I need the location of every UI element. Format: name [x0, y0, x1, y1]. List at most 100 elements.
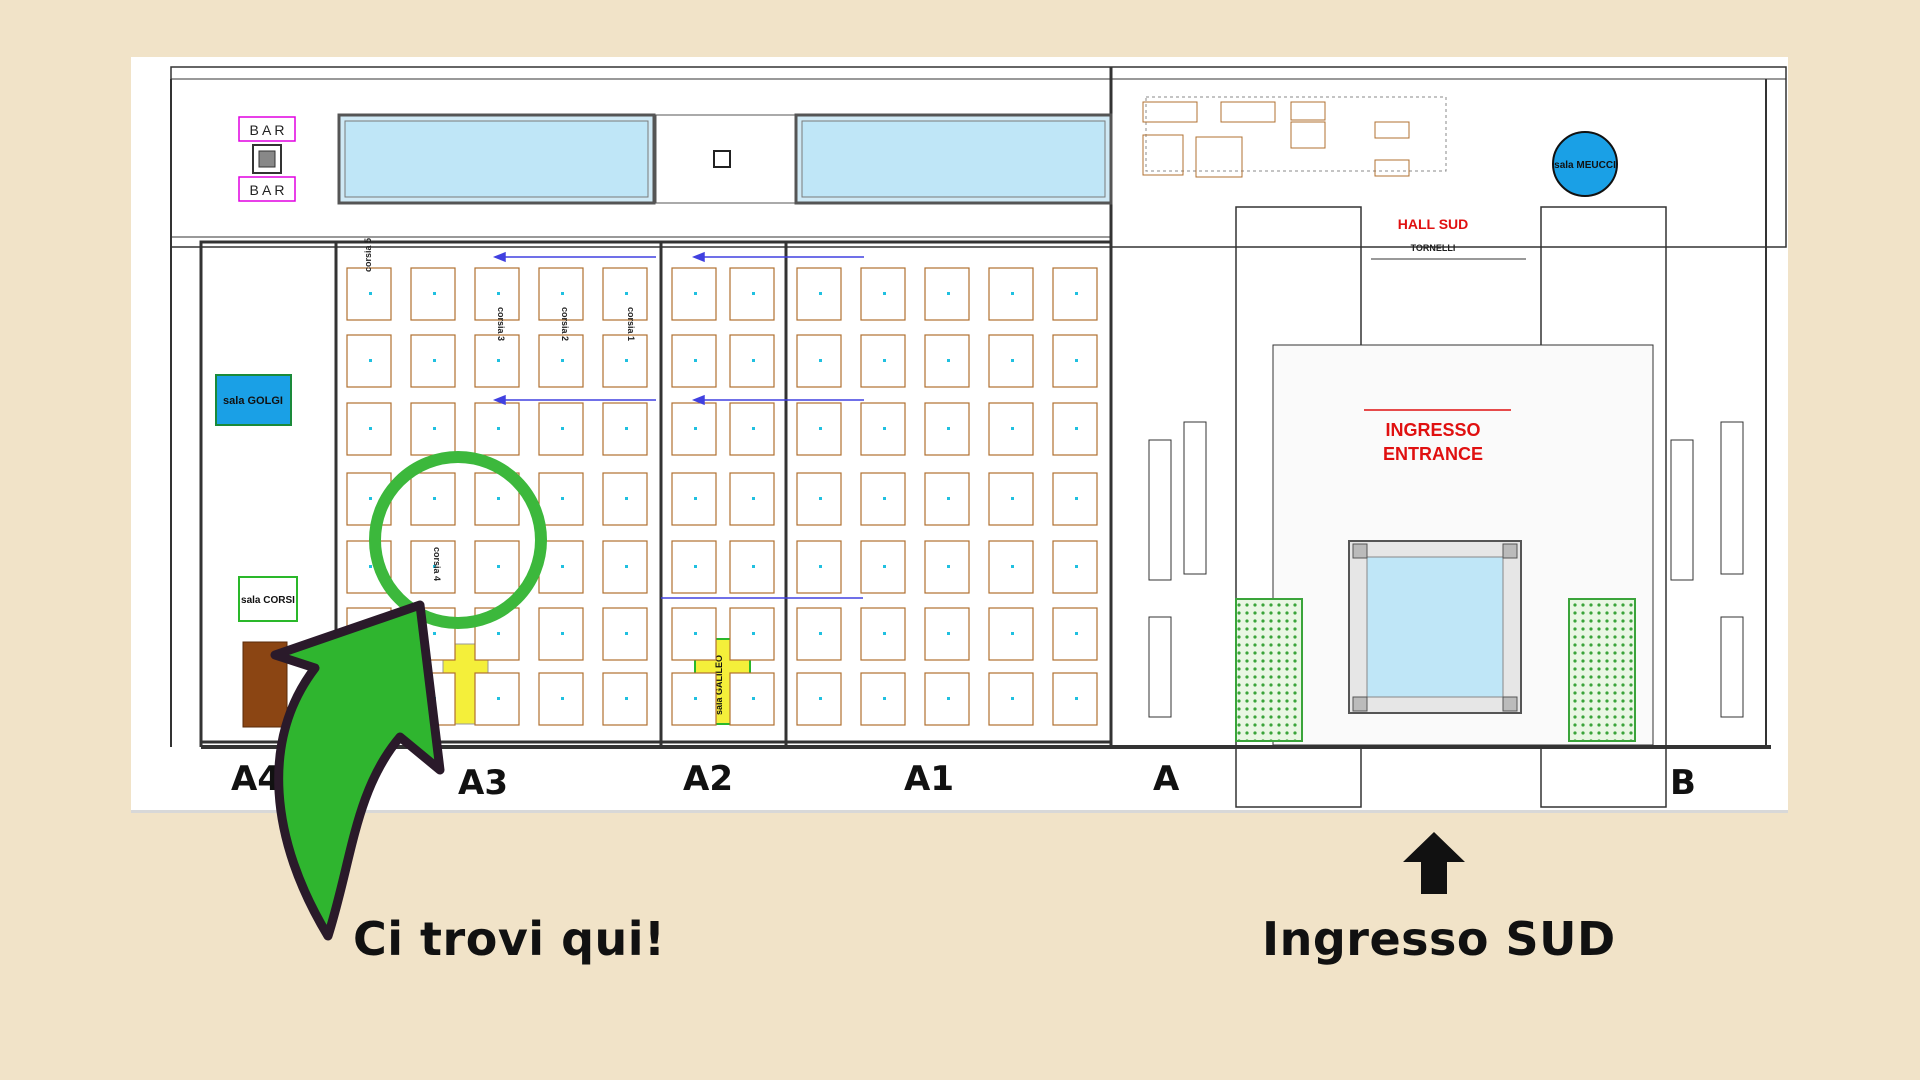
stand-marker: [819, 359, 822, 362]
entrance-label: ENTRANCE: [1383, 444, 1483, 464]
stand-marker: [752, 632, 755, 635]
stand-marker: [1011, 359, 1014, 362]
stand-marker: [819, 565, 822, 568]
hall-a2-label: A2: [683, 759, 733, 799]
stand-marker: [561, 565, 564, 568]
stand-marker: [819, 292, 822, 295]
stand-marker: [883, 632, 886, 635]
stand-marker: [433, 359, 436, 362]
stand-marker: [947, 565, 950, 568]
stand-marker: [497, 565, 500, 568]
stand-marker: [497, 359, 500, 362]
stand-marker: [561, 497, 564, 500]
stand-marker: [752, 497, 755, 500]
stand-marker: [947, 359, 950, 362]
stand-marker: [1075, 632, 1078, 635]
stand-marker: [947, 292, 950, 295]
ingresso-label: INGRESSO: [1385, 420, 1480, 440]
stand-marker: [369, 427, 372, 430]
sala-meucci-label: sala MEUCCI: [1554, 160, 1616, 171]
stand-marker: [1011, 697, 1014, 700]
sala-galileo-label: sala GALILEO: [714, 655, 724, 715]
stand-marker: [625, 497, 628, 500]
stand-marker: [694, 565, 697, 568]
stand-marker: [694, 497, 697, 500]
stand-marker: [625, 427, 628, 430]
stand-marker: [433, 427, 436, 430]
aisle-corsia-1: corsia 1: [626, 307, 636, 341]
stand-marker: [433, 292, 436, 295]
stand-marker: [883, 497, 886, 500]
sala-meucci: [1552, 131, 1618, 197]
stand-marker: [947, 697, 950, 700]
exhibitor-stand: [538, 334, 584, 388]
stand-marker: [694, 632, 697, 635]
stand-marker: [819, 632, 822, 635]
bar-area: [238, 116, 296, 202]
sala-golgi-label: sala GOLGI: [223, 395, 283, 407]
stand-marker: [752, 427, 755, 430]
stand-marker: [1075, 697, 1078, 700]
stand-marker: [369, 632, 372, 635]
sala-golgi: [215, 374, 292, 426]
stand-marker: [625, 697, 628, 700]
stand-marker: [1011, 632, 1014, 635]
stand-marker: [694, 697, 697, 700]
stand-marker: [1075, 565, 1078, 568]
aisle-corsia-4: corsia 4: [432, 547, 442, 581]
hall-a1-label: A1: [904, 759, 954, 799]
garden-right: [1568, 598, 1636, 742]
you-are-here-caption: Ci trovi qui!: [353, 912, 666, 966]
stand-marker: [883, 292, 886, 295]
stand-marker: [1075, 359, 1078, 362]
stand-marker: [369, 292, 372, 295]
stand-marker: [883, 427, 886, 430]
south-entrance-caption: Ingresso SUD: [1262, 912, 1616, 966]
stand-marker: [1075, 497, 1078, 500]
stand-marker: [752, 697, 755, 700]
stand-marker: [561, 359, 564, 362]
stand-marker: [433, 697, 436, 700]
stand-marker: [694, 427, 697, 430]
stand-marker: [497, 292, 500, 295]
stand-marker: [752, 565, 755, 568]
stand-marker: [497, 497, 500, 500]
stand-marker: [625, 632, 628, 635]
stand-marker: [819, 497, 822, 500]
stand-marker: [1011, 497, 1014, 500]
storage-block: [242, 641, 288, 728]
hall-a-label: A: [1153, 759, 1180, 799]
garden-left: [1235, 598, 1303, 742]
stand-marker: [497, 427, 500, 430]
aisle-arrows: [492, 251, 864, 599]
stand-marker: [561, 292, 564, 295]
stand-marker: [1075, 292, 1078, 295]
stand-marker: [433, 632, 436, 635]
stand-marker: [947, 497, 950, 500]
stand-marker: [752, 359, 755, 362]
stand-marker: [433, 497, 436, 500]
stand-marker: [369, 565, 372, 568]
stand-marker: [1075, 427, 1078, 430]
stand-marker: [883, 565, 886, 568]
aisle-corsia-3: corsia 3: [496, 307, 506, 341]
stand-marker: [369, 697, 372, 700]
stand-marker: [1011, 292, 1014, 295]
aisle-corsia-5: corsia 5: [363, 238, 373, 272]
stand-marker: [947, 632, 950, 635]
stand-marker: [694, 292, 697, 295]
exhibitor-stand: [988, 334, 1034, 388]
stand-marker: [819, 427, 822, 430]
stand-marker: [819, 697, 822, 700]
stand-marker: [561, 427, 564, 430]
stand-marker: [752, 292, 755, 295]
hall-a4-label: A4: [231, 759, 281, 799]
bar-label-bottom: B A R: [249, 182, 284, 198]
stand-marker: [625, 292, 628, 295]
stand-marker: [1011, 565, 1014, 568]
sala-corsi-label: sala CORSI: [241, 595, 295, 606]
stand-marker: [433, 565, 436, 568]
tornelli-label: TORNELLI: [1411, 243, 1456, 253]
hall-b-label: B: [1670, 763, 1696, 803]
floor-plan-map: B A R B A R sala GOLGI sala CORSI sala G…: [131, 57, 1788, 810]
